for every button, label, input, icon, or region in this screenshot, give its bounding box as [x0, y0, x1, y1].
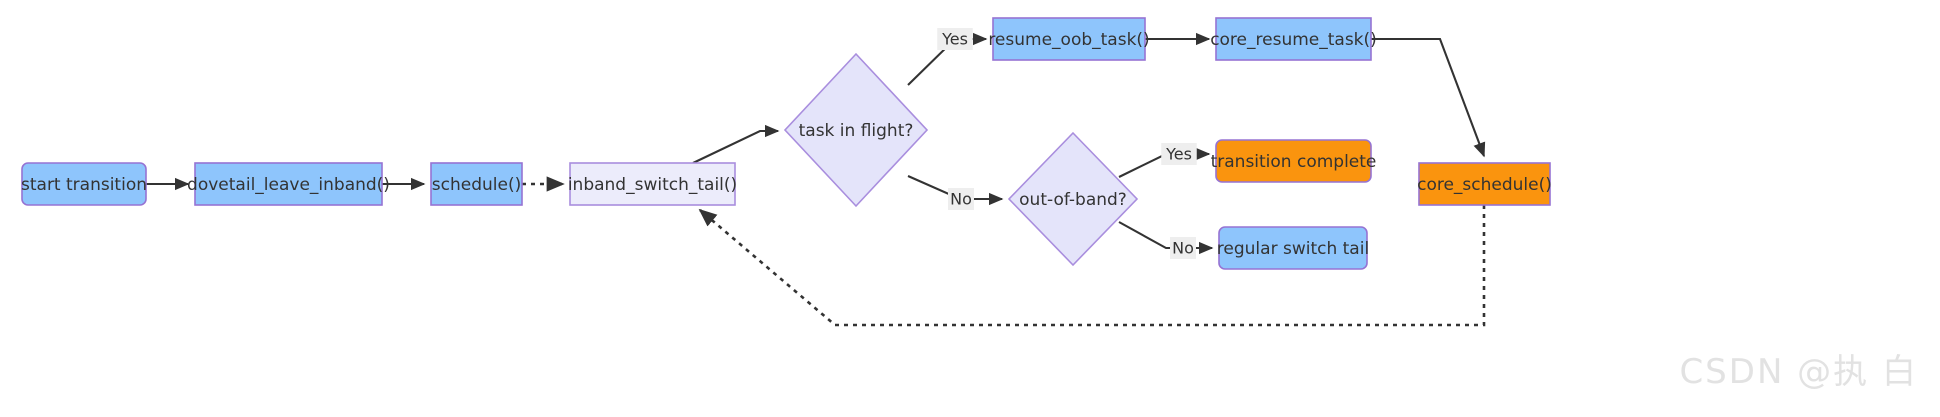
node-dovetail[interactable]: dovetail_leave_inband() [187, 162, 390, 206]
node-shape-start [21, 162, 147, 206]
edge-label-text: No [1172, 239, 1194, 258]
edge-label-out_of_band-trans_complete: Yes [1161, 143, 1197, 165]
edge-label-text: Yes [941, 30, 968, 49]
node-schedule[interactable]: schedule() [430, 162, 523, 206]
node-trans_complete[interactable]: transition complete [1211, 139, 1377, 183]
edges-layer [146, 32, 1486, 327]
edge-core_resume-to-core_schedule [1371, 37, 1486, 158]
node-label-resume_oob: resume_oob_task() [988, 30, 1149, 50]
node-shape-task_in_flight [783, 52, 929, 208]
edge-label-task_in_flight-resume_oob: Yes [937, 28, 973, 50]
csdn-watermark: CSDN @执 白 [1679, 352, 1918, 392]
node-label-core_schedule: core_schedule() [1417, 175, 1552, 195]
node-label-core_resume: core_resume_task() [1210, 30, 1377, 50]
node-shape-inband_tail [569, 162, 736, 206]
edge-label-background [937, 28, 973, 50]
edge-label-background [948, 188, 974, 210]
edge-label-text: No [950, 190, 972, 209]
node-task_in_flight[interactable]: task in flight? [783, 52, 929, 208]
edge-label-background [1161, 143, 1197, 165]
node-shape-core_resume [1215, 17, 1372, 61]
node-start[interactable]: start transition [21, 162, 147, 206]
edge-label-task_in_flight-out_of_band: No [948, 188, 974, 210]
edge-core_schedule-to-inband_tail [698, 205, 1486, 327]
node-label-dovetail: dovetail_leave_inband() [187, 175, 390, 195]
edge-label-out_of_band-regular_tail: No [1170, 237, 1196, 259]
node-label-trans_complete: transition complete [1211, 152, 1377, 172]
edge-label-text: Yes [1165, 145, 1192, 164]
edge-out_of_band-to-regular_tail [1118, 221, 1214, 255]
node-shape-trans_complete [1215, 139, 1372, 183]
edge-label-background [1170, 237, 1196, 259]
node-shape-out_of_band [1007, 131, 1139, 267]
node-inband_tail[interactable]: inband_switch_tail() [568, 162, 737, 206]
nodes-layer: start transition dovetail_leave_inband() s… [21, 17, 1552, 270]
node-core_schedule[interactable]: core_schedule() [1417, 162, 1552, 206]
node-shape-schedule [430, 162, 523, 206]
node-label-start: start transition [21, 175, 147, 195]
node-shape-dovetail [194, 162, 383, 206]
node-shape-regular_tail [1218, 226, 1368, 270]
node-label-regular_tail: regular switch tail [1217, 239, 1369, 259]
node-label-inband_tail: inband_switch_tail() [568, 175, 737, 195]
node-label-out_of_band: out-of-band? [1019, 190, 1127, 210]
node-label-schedule: schedule() [432, 175, 521, 195]
node-shape-resume_oob [992, 17, 1146, 61]
node-shape-core_schedule [1418, 162, 1551, 206]
node-label-task_in_flight: task in flight? [799, 121, 914, 141]
node-resume_oob[interactable]: resume_oob_task() [988, 17, 1150, 61]
node-out_of_band[interactable]: out-of-band? [1007, 131, 1139, 267]
node-regular_tail[interactable]: regular switch tail [1217, 226, 1369, 270]
node-core_resume[interactable]: core_resume_task() [1210, 17, 1377, 61]
edge-inband_tail-to-task_in_flight [692, 124, 780, 164]
